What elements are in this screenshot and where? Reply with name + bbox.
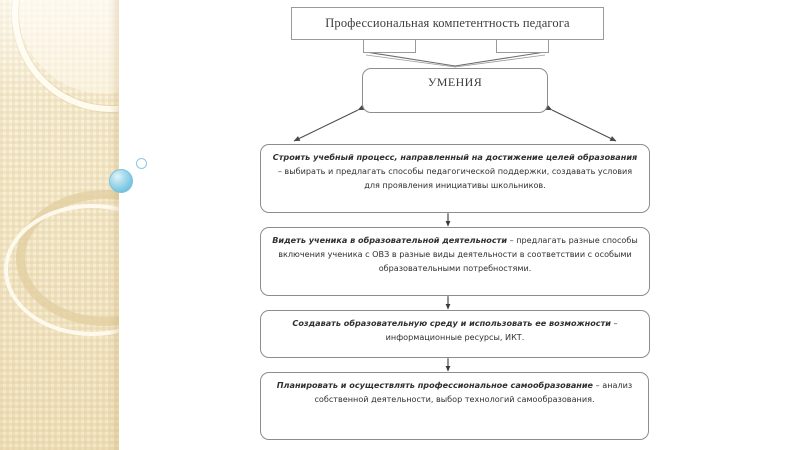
chevron-arrow-title-to-umeniya	[365, 51, 546, 68]
skill-box-4: Планировать и осуществлять профессиональ…	[260, 372, 649, 440]
umeniya-box-label: УМЕНИЯ	[427, 75, 483, 89]
skill-box-2: Видеть ученика в образовательной деятель…	[260, 227, 650, 296]
title-box-tab-right	[496, 40, 549, 53]
skill-box-1-rest: – выбирать и предлагать способы педагоги…	[277, 165, 633, 190]
skill-box-2-lead: Видеть ученика в образовательной деятель…	[272, 235, 508, 245]
skill-box-1-lead: Строить учебный процесс, направленный на…	[272, 152, 638, 162]
title-box: Профессиональная компетентность педагога	[291, 7, 604, 40]
skill-box-3-lead: Создавать образовательную среду и исполь…	[292, 318, 611, 328]
blue-small-ring-icon	[136, 158, 147, 169]
skill-box-3-rest: – информационные ресурсы, ИКТ.	[385, 318, 618, 342]
skill-box-4-lead: Планировать и осуществлять профессиональ…	[276, 380, 594, 390]
skill-box-1: Строить учебный процесс, направленный на…	[260, 144, 650, 213]
title-box-label: Профессиональная компетентность педагога	[325, 16, 570, 30]
skill-box-4-rest: – анализ собственной деятельности, выбор…	[314, 380, 633, 404]
decorative-sidebar	[0, 0, 119, 450]
sidebar-top-highlight	[0, 0, 119, 100]
blue-sphere-icon	[109, 169, 133, 193]
arrow-umeniya-to-item1-right	[545, 104, 617, 142]
skill-box-3: Создавать образовательную среду и исполь…	[260, 310, 650, 358]
skill-box-2-rest: – предлагать разные способы включения уч…	[278, 235, 638, 273]
sidebar-right-shading	[109, 0, 119, 450]
title-box-tab-left	[363, 40, 416, 53]
umeniya-box: УМЕНИЯ	[362, 68, 548, 113]
arrow-umeniya-to-item1-left	[293, 104, 365, 142]
